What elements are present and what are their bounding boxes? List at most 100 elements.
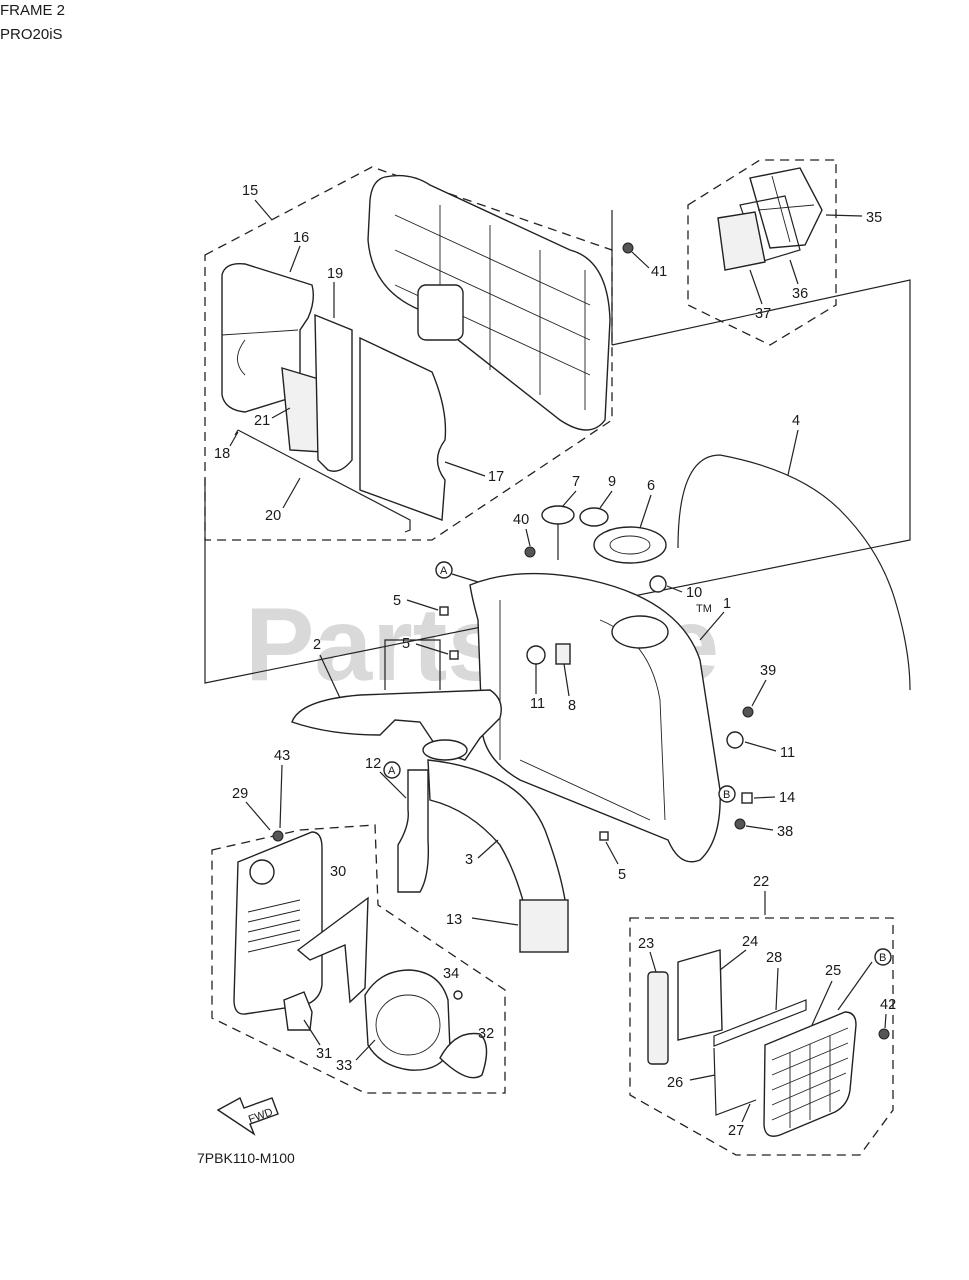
leader-33 xyxy=(355,1039,376,1061)
callout-37: 37 xyxy=(755,306,771,322)
leader-16 xyxy=(289,245,301,273)
part-17-foam xyxy=(359,336,447,521)
leader-28 xyxy=(775,967,779,1011)
callout-34: 34 xyxy=(443,966,459,982)
callout-23: 23 xyxy=(638,936,654,952)
model-label: PRO20iS xyxy=(0,26,63,43)
rear-cover-port xyxy=(417,284,464,341)
leader-13 xyxy=(471,917,519,926)
callout-7: 7 xyxy=(572,474,580,490)
leader-2 xyxy=(319,654,341,699)
group-35-boundary xyxy=(687,159,837,346)
rear-cover-grid xyxy=(394,205,591,410)
housing-fuel-port xyxy=(611,615,669,649)
part-26-27-strips xyxy=(713,1047,757,1116)
part-13-pad xyxy=(519,899,569,953)
part-2-panel xyxy=(291,689,502,761)
part-20-strip xyxy=(234,429,411,533)
leader-35 xyxy=(825,214,863,217)
callout-25: 25 xyxy=(825,963,841,979)
callout-29: 29 xyxy=(232,786,248,802)
callout-36: 36 xyxy=(792,286,808,302)
part-5-clip-a xyxy=(439,606,449,616)
callout-12: 12 xyxy=(365,756,381,772)
callout-39: 39 xyxy=(760,663,776,679)
leader-11b xyxy=(744,741,777,752)
callout-26: 26 xyxy=(667,1075,683,1091)
callout-24: 24 xyxy=(742,934,758,950)
ref-mark-b-right xyxy=(718,785,736,803)
part-29-port xyxy=(249,859,275,885)
callout-10: 10 xyxy=(686,585,702,601)
assembly-guide-lines xyxy=(204,210,911,684)
leader-5b xyxy=(415,643,449,655)
part-5-clip-b xyxy=(449,650,459,660)
part-9-cap xyxy=(579,507,609,527)
ref-mark-a-top xyxy=(435,561,453,579)
callout-27: 27 xyxy=(728,1123,744,1139)
housing-inner xyxy=(499,600,666,821)
leader-26 xyxy=(689,1074,716,1081)
part-37-element xyxy=(717,211,766,271)
leader-42 xyxy=(884,1013,887,1029)
callout-2: 2 xyxy=(313,637,321,653)
part-30-baffle xyxy=(296,896,369,1004)
callout-41: 41 xyxy=(651,264,667,280)
leader-37 xyxy=(749,269,763,305)
callout-5b: 5 xyxy=(402,636,410,652)
part-39-bolt xyxy=(742,706,754,718)
leader-29 xyxy=(245,801,271,831)
leader-39 xyxy=(751,679,767,707)
callout-43: 43 xyxy=(274,748,290,764)
leader-43 xyxy=(279,764,283,829)
leader-41 xyxy=(631,251,650,269)
callout-6: 6 xyxy=(647,478,655,494)
callout-33: 33 xyxy=(336,1058,352,1074)
leader-6 xyxy=(639,494,652,529)
leader-5a xyxy=(406,599,439,611)
callout-1: 1 xyxy=(723,596,731,612)
leader-15 xyxy=(254,199,273,221)
part-28-gasket xyxy=(713,999,807,1047)
part-19-seal xyxy=(314,313,353,472)
leader-12 xyxy=(379,771,407,799)
callout-18: 18 xyxy=(214,446,230,462)
callout-28: 28 xyxy=(766,950,782,966)
ref-b-lower-leader xyxy=(837,961,873,1011)
part-16-detail xyxy=(221,329,299,376)
part-10-grommet xyxy=(649,575,667,593)
callout-38: 38 xyxy=(777,824,793,840)
part-42-bolt xyxy=(878,1028,890,1040)
leader-1 xyxy=(699,611,725,641)
callout-14: 14 xyxy=(779,790,795,806)
watermark-tm: TM xyxy=(696,603,712,615)
part-35-grid xyxy=(757,175,815,243)
ref-a-lower: A xyxy=(388,765,396,777)
drawing-code: 7PBK110-M100 xyxy=(197,1150,295,1166)
callout-32: 32 xyxy=(478,1026,494,1042)
part-32-cap xyxy=(439,1032,488,1079)
leader-18 xyxy=(229,431,239,447)
part-40-bolt xyxy=(524,546,536,558)
leader-36 xyxy=(789,259,799,285)
leader-21 xyxy=(271,407,291,419)
part-38-bolt xyxy=(734,818,746,830)
callout-21: 21 xyxy=(254,413,270,429)
part-29-louvres xyxy=(247,899,301,953)
part-4-seal xyxy=(677,454,911,691)
ref-b-lower: B xyxy=(879,952,886,964)
callout-3: 3 xyxy=(465,852,473,868)
leader-4 xyxy=(787,429,799,476)
leader-20 xyxy=(282,477,301,509)
ref-b-right: B xyxy=(723,789,730,801)
leader-5c xyxy=(605,841,619,865)
callout-8: 8 xyxy=(568,698,576,714)
ref-mark-a-lower xyxy=(383,761,401,779)
part-43-bolt xyxy=(272,830,284,842)
callout-5c: 5 xyxy=(618,867,626,883)
callout-22: 22 xyxy=(753,874,769,890)
callout-42: 42 xyxy=(880,997,896,1013)
leader-31 xyxy=(303,1019,321,1046)
leader-38 xyxy=(745,825,774,831)
